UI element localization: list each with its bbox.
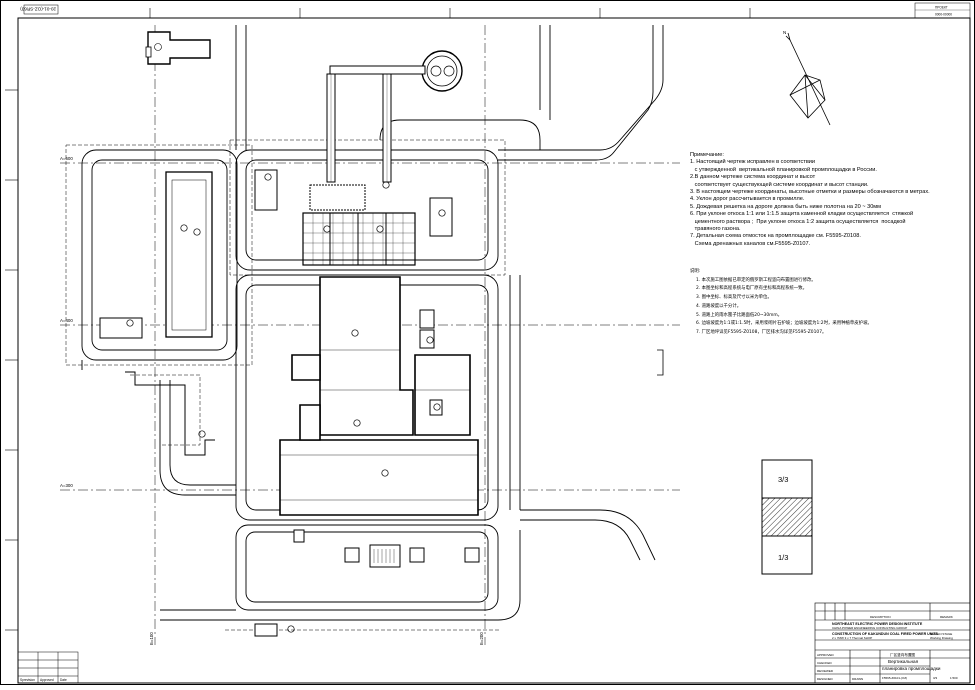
institute-name-line1: NORTHEAST ELECTRIC POWER DESIGN INSTITUT… — [832, 622, 923, 626]
note-ru-item: 1. Настоящий чертеж исправлен в соответс… — [690, 159, 816, 166]
note-cn-item: 5. 道路上的雨水篦子比路面低20~30mm。 — [696, 312, 783, 318]
drawing-title-cn: 厂区竖向布置图 — [890, 652, 916, 657]
key-plan-lower-label: 1/3 — [778, 553, 788, 562]
corner-stamp-text: 20-01-(OZ-SR63) — [20, 7, 56, 12]
corner-stamp: 20-01-(OZ-SR63) — [20, 4, 59, 15]
notes-chinese: 说明: 1. 本次施工图依据已审定的俄罗斯工程竖向布置图进行修改。 2. 本图坐标… — [690, 268, 960, 338]
notes-russian-title: Примечание: — [690, 152, 724, 158]
inner-frame — [17, 17, 971, 684]
small-structures — [254, 169, 453, 416]
transformer-yard — [254, 529, 480, 637]
top-stamp-line1: ПРОЕКТ — [935, 6, 948, 10]
design-stage-label: DESIGN STAGE — [930, 632, 952, 636]
role-approved: APPROVED — [817, 653, 835, 657]
institute-name-line2: CHINA POWER ENGINEERING CONSULTING GROUP — [832, 626, 907, 630]
workshop-outline — [125, 371, 215, 456]
revision-description-header: DESCRIPTION — [870, 615, 891, 619]
note-ru-item: 6. При уклоне откоса 1:1 или 1:1.5 защит… — [690, 211, 914, 218]
drawing-number: F5595-Z0101-(OZ) — [882, 676, 907, 680]
key-plan-upper-label: 3/3 — [778, 475, 788, 484]
revision-label-3: Date — [60, 678, 67, 682]
section-bracket — [657, 349, 664, 376]
title-block — [814, 602, 971, 684]
main-building-inner-lines — [280, 349, 478, 501]
revision-label-1: Sprevision — [20, 678, 35, 682]
note-cn-item: 1. 本次施工图依据已审定的俄罗斯工程竖向布置图进行修改。 — [696, 277, 816, 283]
svg-text:N: N — [783, 30, 786, 35]
elevation-marker — [154, 43, 162, 51]
note-ru-item: Схема дренажных каналов см.F5595-Z0107. — [690, 240, 811, 247]
pump-house-building — [145, 31, 211, 65]
top-stamp-line2: 0000-00000 — [935, 13, 952, 17]
role-drawn: DRAWN — [852, 677, 863, 681]
note-ru-item: 5. Дождевая решетка на дороге должна быт… — [690, 203, 882, 210]
sheet-number: 3/3 — [933, 676, 938, 680]
role-reviewed: REVIEWED — [817, 669, 834, 673]
notes-chinese-title: 说明: — [690, 269, 701, 274]
grid-row-label: А=600 — [60, 156, 73, 161]
design-stage-value: Working Drawing — [930, 636, 953, 640]
note-ru-item: 7. Детальная схема отмосток на промплоща… — [690, 233, 861, 240]
notes-russian: Примечание: 1. Настоящий чертеж исправле… — [690, 152, 960, 248]
note-ru-item: 4. Уклон дорог рассчитывается в промилле… — [690, 196, 805, 203]
drawing-title-ru-1: Вертикальная — [888, 659, 919, 664]
key-plan — [761, 459, 813, 575]
note-cn-item: 3. 图中坐标、标高及尺寸以米为单位。 — [696, 295, 772, 301]
flue-ducts — [326, 65, 426, 183]
elevation-markers — [126, 173, 478, 633]
note-cn-item: 7. 厂区地坪详见F5595-Z0108，厂区排水沟详见F5595-Z0107。 — [696, 329, 827, 335]
note-ru-item: 3. В настоящем чертеже координаты, высот… — [690, 189, 930, 196]
north-arrow-icon: N — [783, 30, 831, 126]
note-ru-item: травяного газона. — [690, 226, 741, 233]
note-cn-item: 6. 边坡坡度为1:1或1:1.5时，采用浆砌片石护坡；边坡坡度为1:2时，采用… — [696, 321, 872, 327]
top-right-stamp: ПРОЕКТ 0000-00000 — [914, 2, 971, 19]
drawing-title-ru-2: планировка промплощадки — [882, 666, 941, 671]
auxiliary-building — [99, 317, 143, 339]
role-designed: DESIGNED — [817, 677, 834, 681]
project-name-line1: CONSTRUCTION OF KAKUNDUN COAL FIRED POWE… — [832, 632, 939, 636]
project-name-line2: 2 x 7MW 3 x 7 Thermal SHOP — [832, 636, 872, 640]
note-ru-item: с утвержденной вертикальной планировкой … — [690, 166, 877, 173]
grid-col-label: Б=100 — [149, 632, 154, 645]
note-cn-item: 4. 道路坡度以千分计。 — [696, 303, 742, 309]
precipitator-block — [302, 212, 416, 266]
grid-row-label: А=400 — [60, 318, 73, 323]
note-ru-item: цементного раствора ; При уклоне откоса … — [690, 218, 906, 225]
main-power-building — [279, 276, 479, 516]
grid-row-label: А=300 — [60, 483, 73, 488]
note-cn-item: 2. 本图坐标和高程系统与电厂原有坐标和高程系统一致。 — [696, 286, 807, 292]
role-checked: CHECKED — [817, 661, 833, 665]
transformer-details — [373, 549, 395, 563]
notes-russian-list: 1. Настоящий чертеж исправлен в соответс… — [690, 159, 960, 248]
coal-storage-building — [165, 171, 213, 338]
frame-ticks — [5, 8, 751, 631]
note-ru-item: 2.В данном чертеже система координат и в… — [690, 174, 816, 181]
drawing-scale: 1:500 — [950, 676, 958, 680]
grid-col-label: Б=200 — [479, 632, 484, 645]
note-ru-item: соответствует существующей системе коорд… — [690, 181, 869, 188]
notes-chinese-list: 1. 本次施工图依据已审定的俄罗斯工程竖向布置图进行修改。 2. 本图坐标和高程系… — [690, 277, 960, 338]
revision-block — [17, 651, 79, 684]
revision-label-2: Approved — [40, 678, 54, 682]
revision-remark-header: REMARK — [940, 615, 953, 619]
